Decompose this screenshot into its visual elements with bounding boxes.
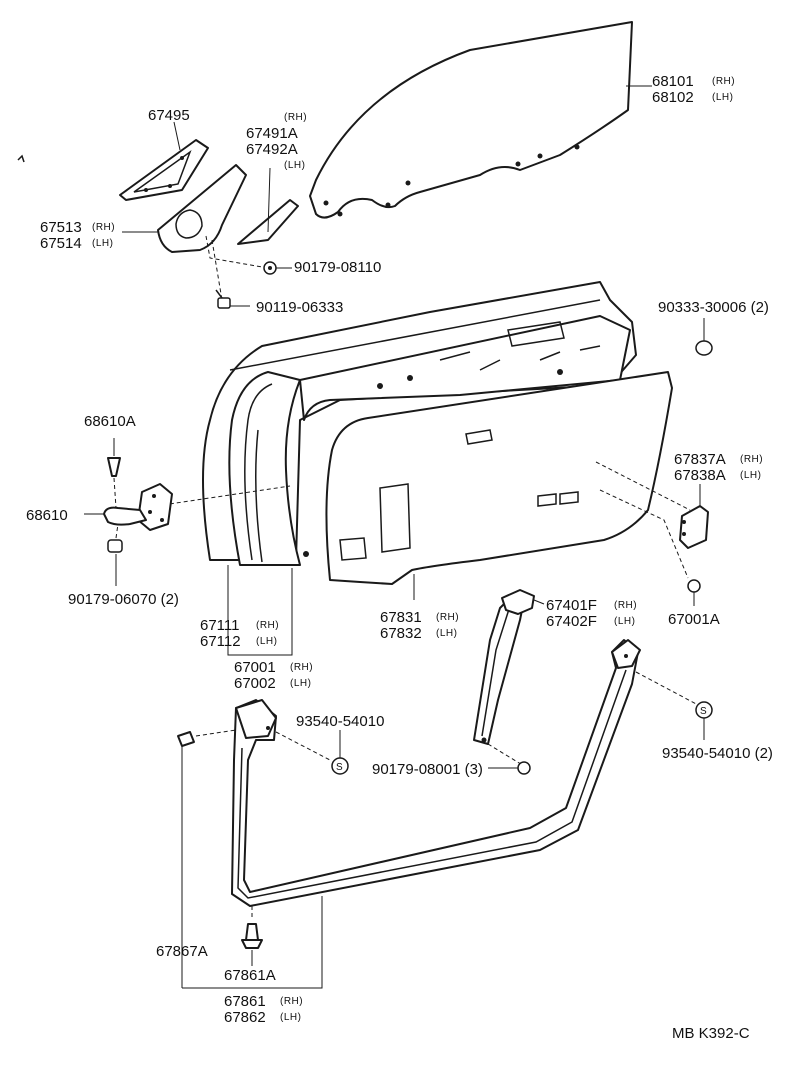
label-67001-side: (RH) bbox=[290, 662, 313, 673]
label-67832: 67832 bbox=[380, 625, 422, 642]
label-90179-08001: 90179-08001 (3) bbox=[372, 761, 483, 778]
pin-68610A bbox=[107, 438, 121, 509]
channel-67401F bbox=[473, 589, 545, 775]
label-68101: 68101 bbox=[652, 73, 694, 90]
quarter-glass-67491A bbox=[237, 167, 299, 245]
label-67513: 67513 bbox=[40, 219, 82, 236]
label-67495: 67495 bbox=[148, 107, 190, 124]
door-trim-panel bbox=[325, 371, 691, 600]
label-67861-side: (RH) bbox=[280, 996, 303, 1007]
label-67837A: 67837A bbox=[674, 451, 726, 468]
label-67838A-side: (LH) bbox=[740, 470, 761, 481]
label-67831: 67831 bbox=[380, 609, 422, 626]
nut-90179-08110 bbox=[263, 261, 292, 275]
door-shell bbox=[202, 281, 637, 561]
label-67402F: 67402F bbox=[546, 613, 597, 630]
label-67491A-side: (RH) bbox=[284, 112, 307, 123]
corner-piece-67495 bbox=[119, 121, 209, 201]
hinge-68610 bbox=[84, 483, 173, 531]
label-93540-54010-a: 93540-54010 bbox=[296, 713, 384, 730]
label-67112-side: (LH) bbox=[256, 636, 277, 647]
label-90179-08110: 90179-08110 bbox=[294, 259, 381, 276]
label-67402F-side: (LH) bbox=[614, 616, 635, 627]
label-68610A: 68610A bbox=[84, 413, 136, 430]
nut-90179-06070 bbox=[107, 523, 123, 586]
label-67862: 67862 bbox=[224, 1009, 266, 1026]
screw-67867A bbox=[177, 731, 195, 988]
label-90119-06333: 90119-06333 bbox=[256, 299, 343, 316]
label-67111-side: (RH) bbox=[256, 620, 279, 631]
drawing-code: MB K392-C bbox=[672, 1025, 750, 1042]
bolt-90119-06333 bbox=[215, 289, 250, 309]
label-67001: 67001 bbox=[234, 659, 276, 676]
label-67112: 67112 bbox=[200, 633, 241, 650]
label-67401F: 67401F bbox=[546, 597, 597, 614]
clip-symbol-a: S bbox=[336, 762, 343, 773]
label-67837A-side: (RH) bbox=[740, 454, 763, 465]
label-68102-side: (LH) bbox=[712, 92, 733, 103]
label-90179-06070: 90179-06070 (2) bbox=[68, 591, 179, 608]
label-67831-side: (RH) bbox=[436, 612, 459, 623]
cover-67837A bbox=[679, 484, 709, 549]
label-67401F-side: (RH) bbox=[614, 600, 637, 611]
label-67861: 67861 bbox=[224, 993, 266, 1010]
label-93540-54010-b: 93540-54010 (2) bbox=[662, 745, 773, 762]
label-67513-side: (RH) bbox=[92, 222, 115, 233]
grommet-90333-30006 bbox=[695, 318, 713, 356]
label-67838A: 67838A bbox=[674, 467, 726, 484]
label-67111: 67111 bbox=[200, 617, 240, 634]
clip-s-93540-a: S bbox=[331, 730, 349, 775]
label-67862-side: (LH) bbox=[280, 1012, 301, 1023]
clip-s-93540-b: S bbox=[695, 701, 713, 740]
label-67867A: 67867A bbox=[156, 943, 208, 960]
clip-symbol-b: S bbox=[700, 706, 707, 717]
label-67492A-side: (LH) bbox=[284, 160, 305, 171]
clip-67861A bbox=[241, 923, 263, 966]
clip-67001A bbox=[687, 579, 701, 606]
mirror-base-67513 bbox=[122, 164, 269, 301]
label-67002: 67002 bbox=[234, 675, 276, 692]
labels: 68101 (RH) 68102 (LH) 67495 (RH) 67491A … bbox=[26, 73, 773, 1042]
mark bbox=[17, 154, 25, 163]
label-68102: 68102 bbox=[652, 89, 694, 106]
door-glass bbox=[309, 21, 652, 219]
label-68610: 68610 bbox=[26, 507, 68, 524]
bracket-67861 bbox=[182, 896, 323, 989]
label-68101-side: (RH) bbox=[712, 76, 735, 87]
label-67491A: 67491A bbox=[246, 125, 298, 142]
label-67514-side: (LH) bbox=[92, 238, 113, 249]
label-67001A: 67001A bbox=[668, 611, 720, 628]
label-67861A: 67861A bbox=[224, 967, 276, 984]
weatherstrip-67861 bbox=[195, 639, 701, 920]
label-67002-side: (LH) bbox=[290, 678, 311, 689]
label-67492A: 67492A bbox=[246, 141, 298, 158]
label-67514: 67514 bbox=[40, 235, 82, 252]
label-67832-side: (LH) bbox=[436, 628, 457, 639]
weatherstrip-67111 bbox=[155, 371, 301, 656]
label-90333-30006: 90333-30006 (2) bbox=[658, 299, 769, 316]
